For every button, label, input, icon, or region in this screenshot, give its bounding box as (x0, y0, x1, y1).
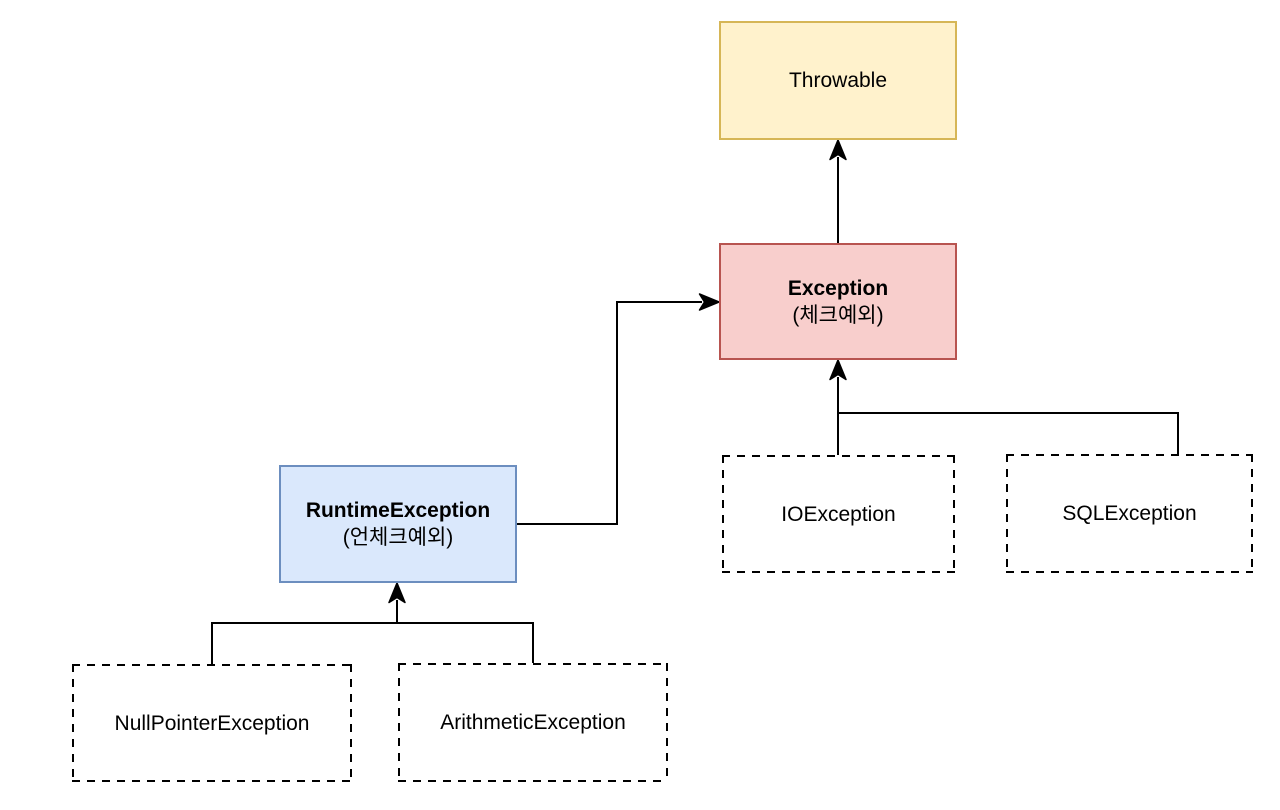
node-ioexception: IOException (722, 455, 955, 573)
node-exception-sublabel: (체크예외) (792, 303, 884, 327)
edge-children-to-runtimeexception (211, 582, 534, 664)
edge-sqlexception-branch (838, 412, 1179, 454)
node-throwable: Throwable (719, 21, 957, 140)
edge-ioexception-to-exception (829, 359, 847, 455)
node-sqlexception: SQLException (1006, 454, 1253, 573)
node-sqlexception-label: SQLException (1062, 502, 1197, 525)
node-nullpointerexception: NullPointerException (72, 664, 352, 782)
edge-runtimeexception-to-exception (517, 293, 720, 525)
node-ioexception-label: IOException (781, 502, 896, 526)
node-runtimeexception-sublabel: (언체크예외) (342, 526, 454, 549)
node-arithmeticexception: ArithmeticException (398, 663, 668, 782)
node-nullpointerexception-label: NullPointerException (114, 711, 310, 735)
node-runtimeexception-label: RuntimeException (305, 499, 491, 522)
node-runtimeexception: RuntimeException (언체크예외) (279, 465, 517, 583)
node-exception: Exception (체크예외) (719, 243, 957, 360)
edge-exception-to-throwable (829, 139, 847, 243)
node-arithmeticexception-label: ArithmeticException (440, 711, 626, 734)
node-throwable-label: Throwable (788, 69, 888, 92)
node-exception-label: Exception (787, 276, 889, 300)
